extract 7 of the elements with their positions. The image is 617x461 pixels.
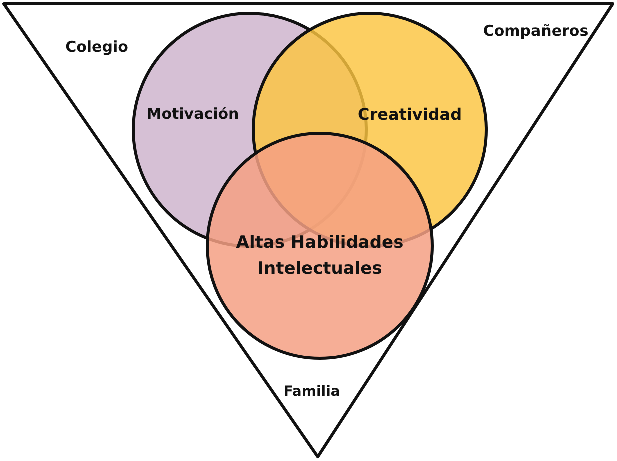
inverted-triangle [4,4,613,457]
circle-label: Creatividad [356,104,464,126]
circle-label: Altas Habilidades Intelectuales [235,232,405,280]
corner-label: Familia [282,383,342,402]
circle-label: Motivación [146,104,240,125]
corner-label: Colegio [64,37,130,58]
corner-label: Compañeros [482,21,590,42]
